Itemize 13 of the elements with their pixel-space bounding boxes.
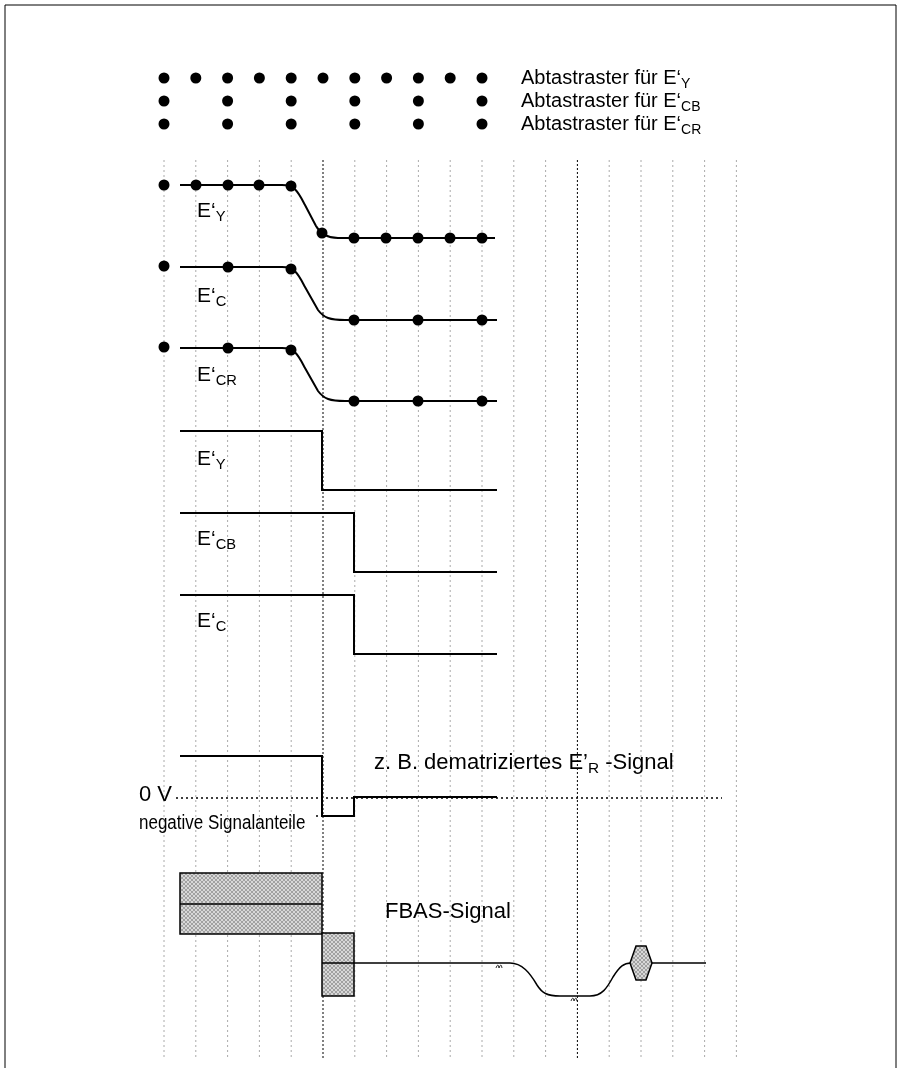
signal-label: E‘$_{C}$ [197, 283, 227, 309]
sampling-grid-label: Abtastraster für E‘$_{Y}$ [521, 66, 691, 91]
signal-caption: FBAS-Signal [385, 899, 511, 924]
signal-caption: z. B. dematriziertes E’$_{R}$ -Signal [374, 750, 674, 777]
signal-label: E‘$_{CR}$ [197, 362, 237, 388]
signal-label: E‘$_{Y}$ [197, 446, 226, 472]
annotation-text: negative Signalanteile [139, 811, 306, 833]
signal-label: E‘$_{CB}$ [197, 526, 237, 552]
sampling-grid-label: Abtastraster für E‘$_{CB}$ [521, 89, 701, 114]
voltage-label: 0 V [139, 782, 173, 807]
sampling-grid-label: Abtastraster für E‘$_{CR}$ [521, 112, 702, 137]
signal-label: E‘$_{Y}$ [197, 198, 226, 224]
signal-label: E‘$_{C}$ [197, 608, 227, 634]
